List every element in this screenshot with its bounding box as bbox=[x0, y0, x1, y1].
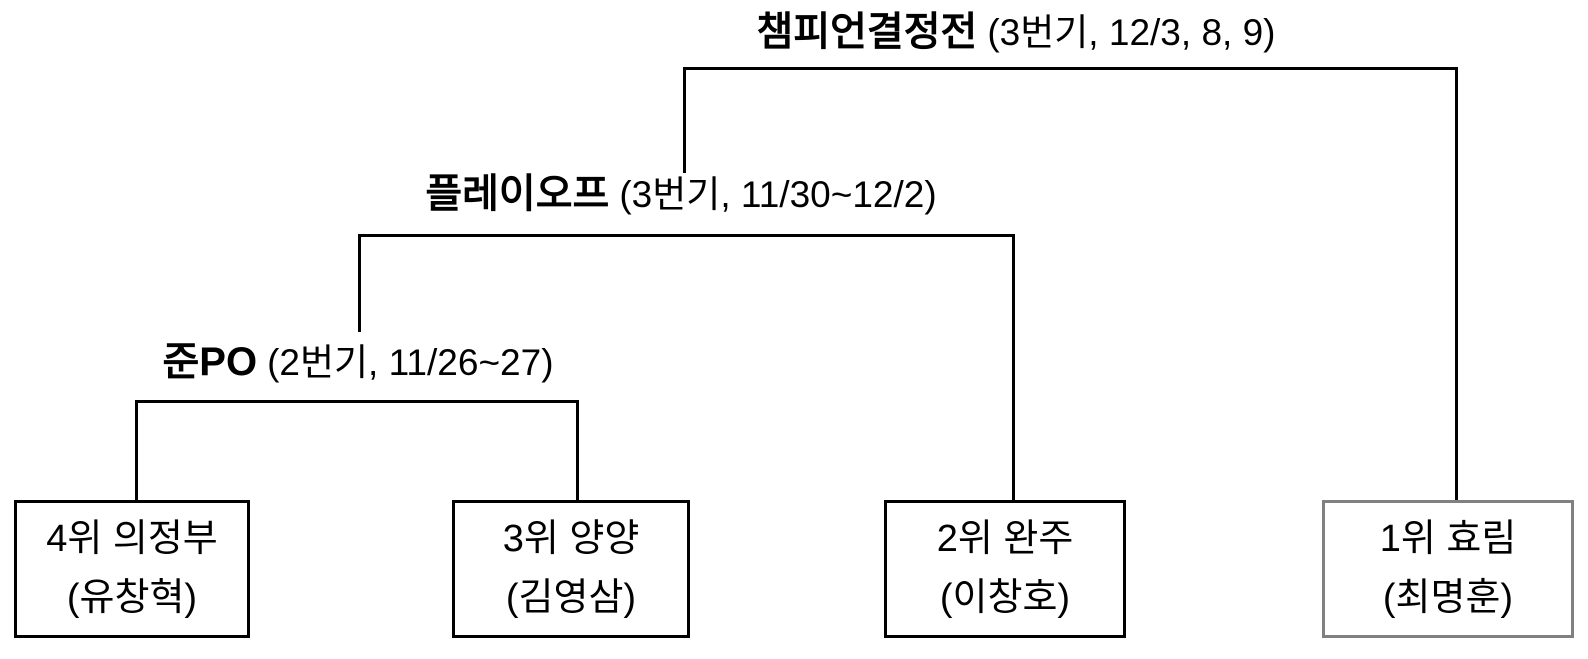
connector-semi-playoff-horizontal bbox=[136, 400, 579, 403]
connector-final-horizontal bbox=[684, 67, 1458, 70]
round-final-detail: (3번기, 12/3, 8, 9) bbox=[987, 12, 1276, 53]
team-player: (이창호) bbox=[939, 577, 1071, 619]
round-label-playoff: 플레이오프(3번기, 11/30~12/2) bbox=[425, 170, 936, 218]
team-rank-name: 4위 의정부 bbox=[46, 518, 218, 561]
round-label-semi-playoff: 준PO(2번기, 11/26~27) bbox=[162, 338, 553, 386]
team-rank-name: 3위 양양 bbox=[502, 518, 640, 561]
round-final-name: 챔피언결정전 bbox=[756, 10, 978, 54]
team-box-seed1-hyorim: 1위 효림 (최명훈) bbox=[1322, 500, 1574, 638]
team-box-seed2-wanju: 2위 완주 (이창호) bbox=[884, 500, 1126, 638]
team-player: (유창혁) bbox=[66, 577, 198, 619]
team-box-seed3-yangyang: 3위 양양 (김영삼) bbox=[452, 500, 690, 638]
connector-semi-playoff-left-vertical bbox=[135, 400, 138, 503]
round-playoff-name: 플레이오프 bbox=[425, 172, 610, 216]
round-playoff-detail: (3번기, 11/30~12/2) bbox=[619, 174, 937, 215]
connector-final-right-vertical bbox=[1455, 67, 1458, 503]
team-rank-name: 2위 완주 bbox=[936, 518, 1074, 561]
team-box-seed4-uijeongbu: 4위 의정부 (유창혁) bbox=[14, 500, 250, 638]
round-semi-playoff-name: 준PO bbox=[162, 340, 258, 384]
round-label-final: 챔피언결정전(3번기, 12/3, 8, 9) bbox=[757, 8, 1276, 56]
connector-playoff-right-vertical bbox=[1012, 234, 1015, 503]
connector-final-left-vertical bbox=[683, 67, 686, 173]
team-player: (김영삼) bbox=[505, 577, 637, 619]
team-player: (최명훈) bbox=[1382, 577, 1514, 619]
connector-playoff-horizontal bbox=[359, 234, 1015, 237]
connector-semi-playoff-right-vertical bbox=[576, 400, 579, 503]
round-semi-playoff-detail: (2번기, 11/26~27) bbox=[267, 342, 554, 383]
team-rank-name: 1위 효림 bbox=[1379, 518, 1517, 561]
connector-playoff-left-vertical bbox=[358, 234, 361, 332]
